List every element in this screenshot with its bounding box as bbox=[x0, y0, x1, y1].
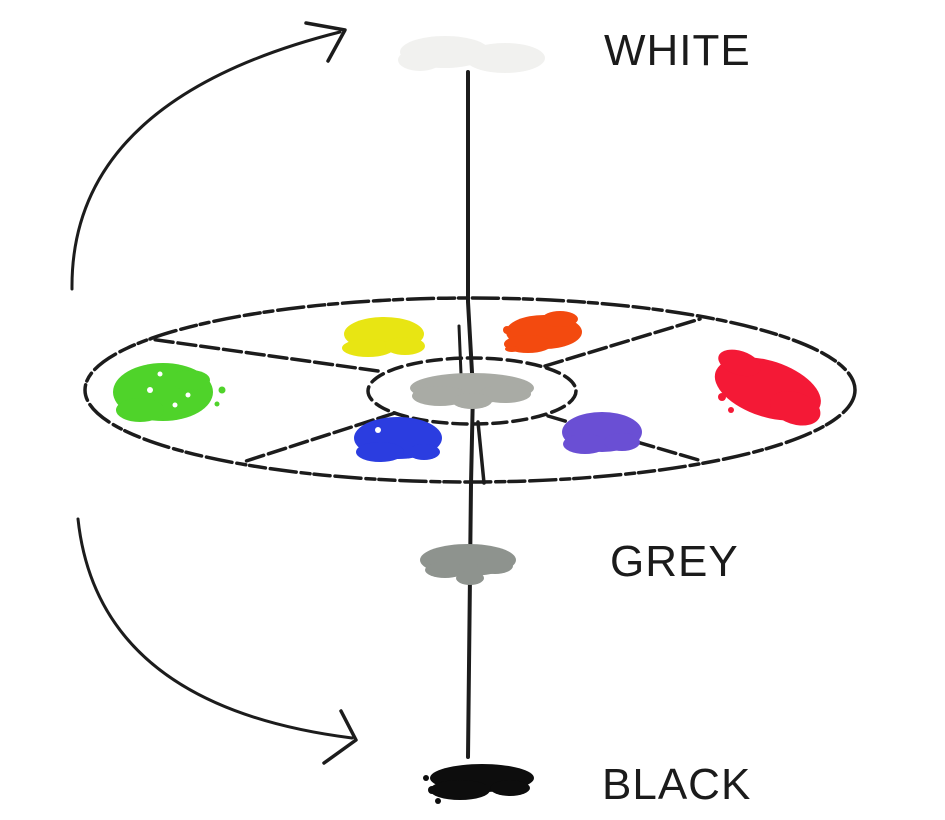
green-patch bbox=[113, 363, 226, 422]
yellow-patch bbox=[342, 317, 425, 357]
grey-patch bbox=[420, 544, 516, 585]
black-label: BLACK bbox=[602, 760, 751, 809]
top-arrow-shaft bbox=[70, 30, 342, 291]
axis-sketch-stroke bbox=[457, 324, 463, 376]
white-patch bbox=[398, 36, 545, 73]
hub-inner-ellipse bbox=[366, 356, 578, 426]
violet-patch bbox=[562, 412, 642, 454]
black-patch bbox=[423, 764, 534, 804]
disk-spoke-upper-right bbox=[543, 317, 702, 368]
disk-spoke-upper-left bbox=[148, 337, 380, 373]
curved-arrow-up-icon bbox=[70, 21, 347, 291]
white-label: WHITE bbox=[604, 26, 751, 75]
curved-arrow-down-icon bbox=[76, 517, 358, 765]
vertical-axis bbox=[466, 70, 475, 759]
blue-patch bbox=[354, 417, 442, 462]
orange-patch bbox=[503, 311, 582, 353]
red-patch bbox=[714, 349, 821, 426]
disk-spoke-bottom bbox=[476, 420, 486, 485]
bottom-arrowhead bbox=[322, 709, 358, 765]
hub-grey-patch bbox=[410, 373, 534, 409]
bottom-arrow-shaft bbox=[76, 517, 354, 740]
disk-spoke-lower-left bbox=[241, 411, 397, 464]
top-arrowhead bbox=[304, 21, 347, 63]
grey-label: GREY bbox=[610, 537, 739, 586]
disk-outer-ellipse bbox=[83, 296, 857, 484]
line-art bbox=[70, 21, 857, 765]
